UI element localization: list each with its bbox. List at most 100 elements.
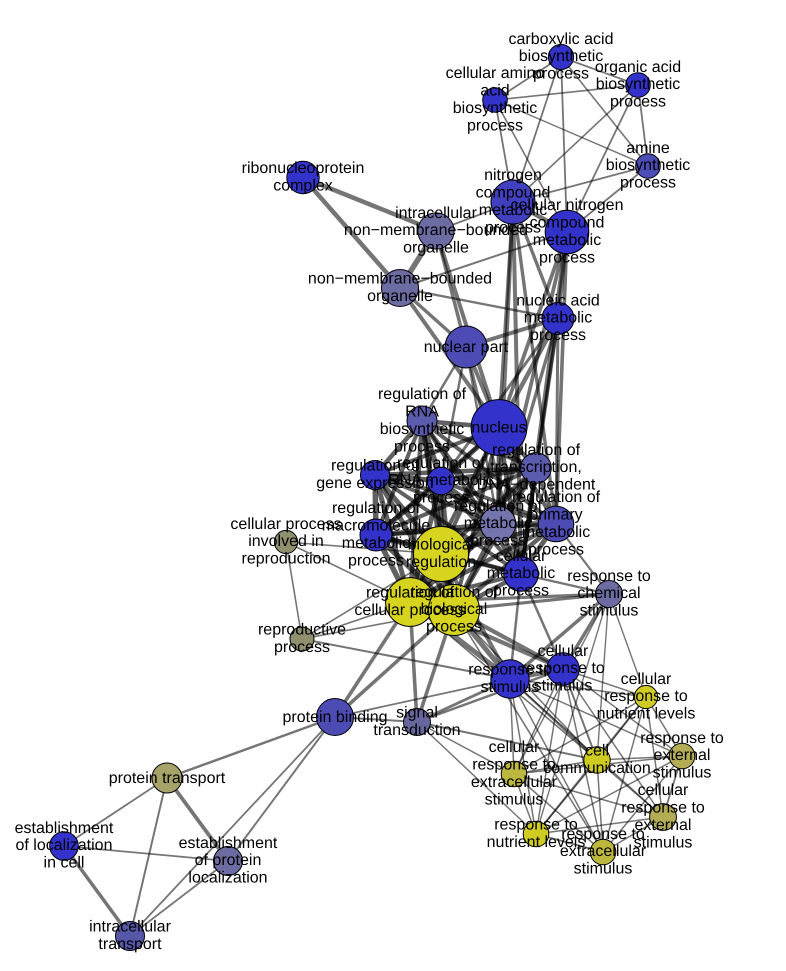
svg-text:process: process: [539, 249, 595, 266]
svg-text:regulation of: regulation of: [454, 498, 543, 515]
svg-text:cellular process: cellular process: [354, 602, 465, 619]
svg-text:metabolic: metabolic: [342, 535, 410, 552]
svg-text:biosynthetic: biosynthetic: [596, 76, 681, 93]
svg-text:regulation: regulation: [406, 554, 476, 571]
svg-text:biological: biological: [421, 601, 488, 618]
svg-text:compound: compound: [476, 185, 551, 202]
svg-text:biosynthetic: biosynthetic: [380, 421, 465, 438]
svg-text:non−membrane−bounded: non−membrane−bounded: [344, 222, 528, 239]
svg-text:stimulus: stimulus: [485, 791, 544, 808]
svg-text:response to: response to: [521, 660, 605, 677]
svg-text:regulation of: regulation of: [410, 584, 499, 601]
svg-text:cellular: cellular: [496, 548, 547, 565]
svg-text:amine: amine: [626, 140, 670, 157]
svg-text:cellular: cellular: [638, 782, 689, 799]
svg-text:metabolic: metabolic: [487, 565, 555, 582]
svg-text:cellular amino: cellular amino: [446, 65, 545, 82]
svg-text:response to: response to: [640, 730, 724, 747]
svg-text:process: process: [426, 619, 482, 636]
svg-text:biosynthetic: biosynthetic: [453, 100, 538, 117]
svg-text:regulation of: regulation of: [332, 500, 421, 517]
svg-text:acid: acid: [480, 83, 509, 100]
svg-text:stimulus: stimulus: [481, 679, 540, 696]
svg-text:regulation of: regulation of: [331, 458, 420, 475]
svg-text:cellular: cellular: [489, 739, 540, 756]
svg-text:cellular: cellular: [621, 671, 672, 688]
svg-text:transport: transport: [98, 936, 162, 953]
svg-text:response to: response to: [604, 688, 688, 705]
svg-text:involved in: involved in: [248, 533, 324, 550]
svg-text:of protein: of protein: [195, 852, 262, 869]
svg-text:cellular process: cellular process: [230, 516, 341, 533]
svg-text:regulation of: regulation of: [397, 455, 486, 472]
svg-text:response to: response to: [472, 757, 556, 774]
svg-text:protein transport: protein transport: [109, 770, 226, 787]
svg-text:nutrient levels: nutrient levels: [597, 706, 696, 723]
svg-text:external: external: [635, 817, 692, 834]
svg-text:organelle: organelle: [367, 288, 433, 305]
svg-text:nuclear part: nuclear part: [424, 339, 509, 356]
svg-text:stimulus: stimulus: [580, 603, 639, 620]
svg-text:response to: response to: [561, 826, 645, 843]
svg-text:stimulus: stimulus: [634, 834, 693, 851]
svg-text:metabolic: metabolic: [524, 310, 592, 327]
svg-text:process: process: [348, 552, 404, 569]
svg-text:of localization: of localization: [16, 837, 113, 854]
svg-text:gene expression: gene expression: [316, 475, 433, 492]
svg-text:biosynthetic: biosynthetic: [519, 48, 604, 65]
svg-text:intracellular: intracellular: [395, 205, 477, 222]
svg-text:RNA metabolic: RNA metabolic: [388, 472, 494, 489]
svg-text:process: process: [413, 490, 469, 507]
svg-text:extracellular: extracellular: [560, 843, 647, 860]
svg-text:intracellular: intracellular: [89, 919, 171, 936]
svg-text:ribonucleoprotein: ribonucleoprotein: [242, 160, 365, 177]
svg-text:complex: complex: [273, 177, 333, 194]
svg-text:process: process: [274, 639, 330, 656]
svg-text:process: process: [470, 533, 526, 550]
svg-text:DNA−dependent: DNA−dependent: [477, 477, 596, 494]
svg-text:chemical: chemical: [577, 585, 640, 602]
svg-text:process: process: [467, 117, 523, 134]
svg-text:process: process: [394, 438, 450, 455]
svg-text:cell: cell: [585, 743, 609, 760]
svg-text:organelle: organelle: [403, 240, 469, 257]
svg-text:response to: response to: [494, 817, 578, 834]
svg-text:signal: signal: [396, 705, 438, 722]
svg-text:nutrient levels: nutrient levels: [487, 834, 586, 851]
svg-text:response to: response to: [621, 800, 705, 817]
svg-text:macromolecule: macromolecule: [322, 518, 431, 535]
svg-text:extracellular: extracellular: [471, 774, 558, 791]
svg-text:regulation of: regulation of: [378, 386, 467, 403]
svg-text:metabolic: metabolic: [479, 202, 547, 219]
svg-text:localization: localization: [188, 870, 267, 887]
svg-text:process: process: [493, 583, 549, 600]
svg-text:metabolic: metabolic: [522, 524, 590, 541]
svg-text:in cell: in cell: [44, 855, 85, 872]
svg-text:transduction: transduction: [373, 722, 460, 739]
svg-text:regulation of: regulation of: [512, 489, 601, 506]
svg-text:response to: response to: [468, 662, 552, 679]
svg-text:external: external: [654, 747, 711, 764]
svg-text:process: process: [485, 219, 541, 236]
svg-text:cellular nitrogen: cellular nitrogen: [511, 197, 624, 214]
svg-text:response to: response to: [567, 568, 651, 585]
svg-text:establishment: establishment: [15, 820, 114, 837]
svg-text:process: process: [530, 327, 586, 344]
svg-text:organic acid: organic acid: [595, 59, 681, 76]
svg-text:metabolic: metabolic: [533, 232, 601, 249]
svg-text:metabolic: metabolic: [464, 515, 532, 532]
svg-text:nucleus: nucleus: [471, 420, 526, 437]
svg-text:reproduction: reproduction: [242, 551, 331, 568]
svg-text:establishment: establishment: [179, 835, 278, 852]
svg-text:biological: biological: [408, 537, 475, 554]
svg-text:RNA: RNA: [405, 404, 439, 421]
svg-text:non−membrane−bounded: non−membrane−bounded: [308, 271, 492, 288]
svg-text:process: process: [528, 541, 584, 558]
svg-text:cellular: cellular: [538, 643, 589, 660]
svg-text:carboxylic acid: carboxylic acid: [509, 31, 614, 48]
svg-text:process: process: [533, 66, 589, 83]
svg-text:nitrogen: nitrogen: [484, 167, 542, 184]
svg-text:communication: communication: [543, 760, 651, 777]
svg-text:regulation of: regulation of: [492, 442, 581, 459]
svg-text:regulation of: regulation of: [366, 585, 455, 602]
